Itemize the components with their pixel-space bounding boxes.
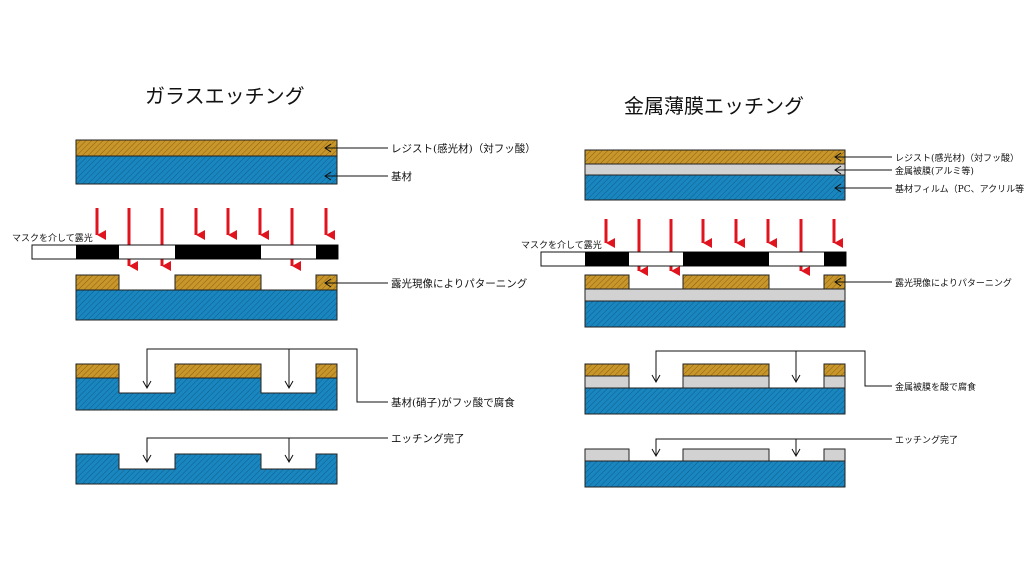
- glass-etch-bracket: [142, 348, 388, 403]
- glass-done-label: エッチング完了: [391, 432, 465, 445]
- metal-step3-stack: [584, 274, 846, 328]
- metal-substrate-label: 基材フィルム（PC、アクリル等）: [895, 183, 1024, 195]
- metal-done-bracket: [651, 438, 892, 458]
- metal-etch-label: 金属被膜を酸で腐食: [895, 381, 976, 393]
- glass-step1-stack: [75, 139, 338, 185]
- glass-substrate-label: 基材: [391, 170, 412, 183]
- glass-resist-label: レジスト(感光材)（対フッ酸）: [391, 142, 536, 155]
- metal-film-label: 金属被膜(アルミ等): [895, 165, 974, 177]
- metal-resist-label: レジスト(感光材)（対フッ酸）: [895, 152, 1019, 164]
- metal-step1-stack: [584, 149, 846, 201]
- metal-step4-stack: [584, 363, 846, 415]
- metal-step5-stack: [584, 448, 846, 488]
- glass-done-bracket: [142, 437, 388, 464]
- glass-pattern-label: 露光現像によりパターニング: [391, 277, 528, 290]
- glass-etch-label: 基材(硝子)がフッ酸で腐食: [391, 396, 515, 409]
- metal-done-label: エッチング完了: [895, 434, 958, 446]
- metal-photomask: [540, 251, 847, 267]
- metal-mask-label: マスクを介して露光: [521, 239, 602, 251]
- glass-mask-label: マスクを介して露光: [12, 232, 93, 244]
- glass-photomask: [31, 244, 339, 260]
- glass-step5-substrate: [75, 453, 338, 485]
- glass-step3-stack: [75, 274, 338, 321]
- glass-title: ガラスエッチング: [145, 84, 305, 108]
- metal-etch-bracket: [651, 350, 892, 387]
- glass-step4-stack: [75, 363, 338, 411]
- metal-title: 金属薄膜エッチング: [624, 94, 804, 118]
- metal-pattern-label: 露光現像によりパターニング: [895, 277, 1012, 289]
